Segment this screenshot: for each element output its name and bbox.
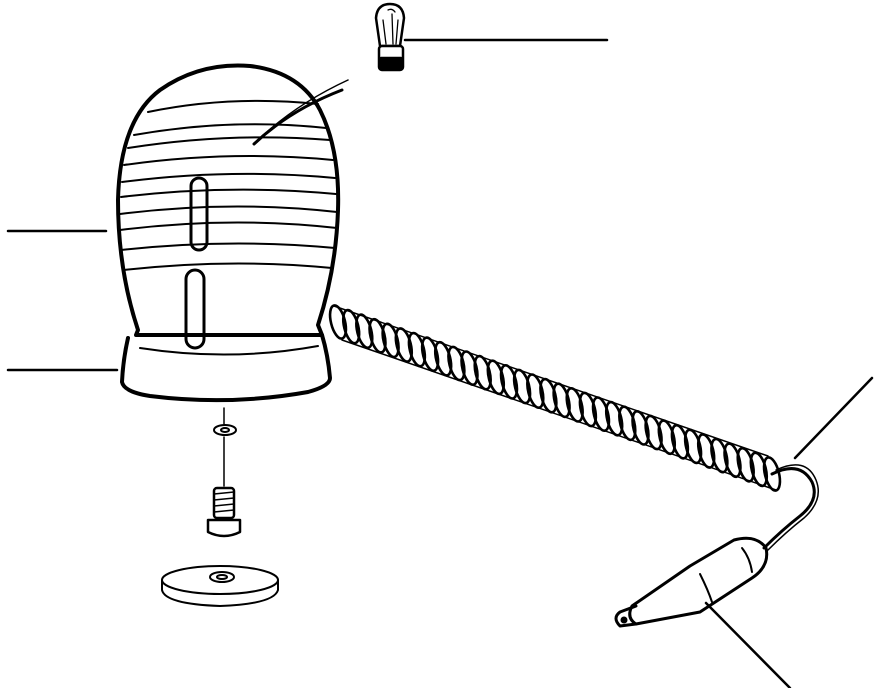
housing-base (120, 333, 332, 403)
callout-line-plug (704, 601, 792, 688)
screw-icon (206, 486, 242, 538)
bulb-icon (374, 2, 406, 72)
plug-connector-icon (614, 464, 819, 628)
cable-coil-edge-top (333, 305, 769, 457)
magnetic-base-icon (161, 565, 279, 607)
beacon-lamp-icon (116, 63, 349, 350)
washer-icon (213, 424, 237, 436)
callout-lines (6, 38, 874, 688)
coiled-cable-icon (328, 304, 782, 492)
cable-coil-edge-bottom (341, 339, 777, 491)
callout-line-cable (793, 376, 874, 460)
